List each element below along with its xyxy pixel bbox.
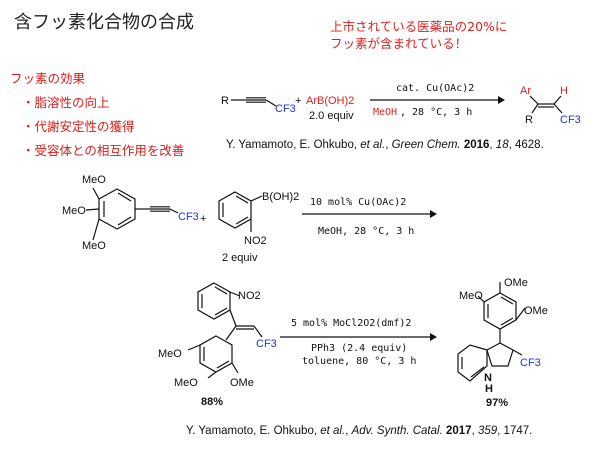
r1-equiv: 2.0 equiv — [309, 110, 354, 122]
reference-2: Y. Yamamoto, E. Ohkubo, et al., Adv. Syn… — [186, 425, 533, 437]
r3-product-ome-1: OMe — [504, 277, 528, 289]
r2-catalyst: 10 mol% Cu(OAc)2 — [310, 197, 406, 208]
r3-ome: OMe — [230, 377, 254, 389]
r2-meo-2: MeO — [62, 205, 86, 217]
ref2-journal: Adv. Synth. Catal. — [351, 425, 443, 437]
r3-meo-1: MeO — [158, 348, 182, 360]
note-line-2: フッ素が含まれている！ — [330, 36, 468, 51]
r3-ligand: PPh3 (2.4 equiv) — [311, 343, 407, 354]
r1-catalyst: cat. Cu(OAc)2 — [396, 83, 474, 94]
r1-plus: + — [295, 95, 301, 107]
r3-conditions: toluene, 80 °C, 3 h — [302, 356, 416, 367]
note-line-1: 上市されている医薬品の20%に — [330, 19, 508, 34]
reference-1: Y. Yamamoto, E. Ohkubo, et al., Green Ch… — [226, 139, 544, 151]
reaction-2: MeO MeO MeO CF3 + B(OH)2 NO2 2 equiv 10 … — [62, 174, 437, 264]
ref1-journal: Green Chem. — [391, 139, 461, 151]
effect-item-3: ・受容体との相互作用を改善 — [22, 143, 185, 158]
ref2-authors: Y. Yamamoto, E. Ohkubo, — [186, 425, 321, 437]
ref1-authors: Y. Yamamoto, E. Ohkubo, — [226, 139, 361, 151]
reaction-1: R CF3 + ArB(OH)2 2.0 equiv cat. Cu(OAc)2… — [221, 83, 581, 126]
r1-substrate-cf3: CF3 — [275, 103, 296, 115]
r2-nitro: NO2 — [244, 235, 267, 247]
ref1-volume: 18 — [495, 139, 509, 151]
r1-solvent: MeOH — [373, 107, 397, 118]
r1-reagent: ArB(OH)2 — [306, 95, 354, 107]
reaction-3: NO2 CF3 MeO MeO OMe 88% 5 mol% MoCl2O2(d… — [158, 277, 548, 409]
r2-equiv: 2 equiv — [222, 252, 258, 264]
ref2-year: 2017 — [445, 425, 472, 437]
r3-product-yield: 97% — [486, 397, 508, 409]
r2-cf3: CF3 — [178, 211, 199, 223]
r3-nitro: NO2 — [238, 290, 261, 302]
r2-meo-3: MeO — [82, 240, 106, 252]
ref1-pages: , 4628. — [508, 139, 544, 151]
r2-plus: + — [200, 213, 206, 225]
page-title: 含フッ素化合物の合成 — [14, 12, 194, 33]
r3-catalyst: 5 mol% MoCl2O2(dmf)2 — [291, 318, 411, 329]
r3-product-meo: MeO — [459, 290, 483, 302]
r1-product-cf3: CF3 — [560, 114, 581, 126]
r3-yield: 88% — [201, 396, 223, 408]
effect-item-2: ・代謝安定性の獲得 — [22, 119, 135, 134]
r1-product-h: H — [560, 85, 568, 97]
r3-product-h: H — [485, 383, 493, 395]
r3-product-cf3: CF3 — [520, 357, 541, 369]
r1-conditions: , 28 °C, 3 h — [400, 107, 472, 118]
r2-meo-1: MeO — [82, 174, 106, 186]
r1-substrate-r: R — [221, 95, 229, 107]
r2-conditions: MeOH, 28 °C, 3 h — [318, 226, 414, 237]
r2-boronic: B(OH)2 — [262, 191, 299, 203]
ref1-etal: et al. — [360, 139, 386, 151]
r1-product-r: R — [525, 114, 533, 126]
effects-heading: フッ素の効果 — [10, 71, 86, 86]
r1-product-ar: Ar — [520, 85, 531, 97]
ref2-etal: et al. — [320, 425, 346, 437]
r3-cf3: CF3 — [256, 338, 277, 350]
ref1-year: 2016 — [463, 139, 490, 151]
ref2-pages: , 1747. — [497, 425, 533, 437]
effect-item-1: ・脂溶性の向上 — [22, 95, 110, 110]
r3-meo-2: MeO — [174, 377, 198, 389]
r3-product-nh: N — [484, 372, 492, 384]
ref2-volume: 359 — [477, 425, 498, 437]
r3-product-ome-2: OMe — [524, 305, 548, 317]
